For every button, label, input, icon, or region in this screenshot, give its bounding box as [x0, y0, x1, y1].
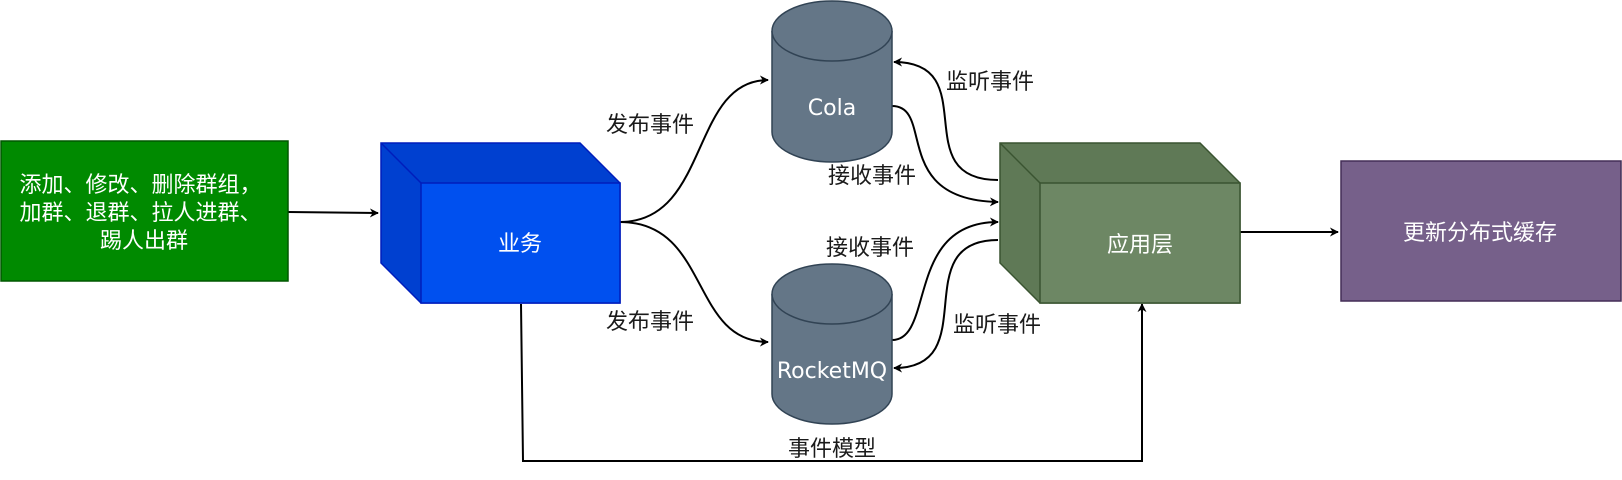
edge-app-listen-cola	[893, 57, 999, 181]
cola-label: Cola	[808, 96, 856, 121]
label-event-model: 事件模型	[788, 437, 876, 462]
edge-cola-to-app	[891, 105, 999, 207]
edge-rocketmq-to-app	[891, 217, 999, 341]
edge-business-to-app	[520, 303, 1147, 462]
app-layer-label: 应用层	[1107, 233, 1173, 258]
source-box-shape	[0, 140, 289, 282]
cache-label: 更新分布式缓存	[1403, 221, 1557, 246]
business-cube: 业务	[380, 142, 621, 304]
source-line-3: 踢人出群	[100, 229, 188, 254]
edge-business-to-cola	[619, 75, 769, 223]
app-layer-cube-edge	[999, 142, 1041, 184]
source-line-2: 加群、退群、拉人进群、	[19, 201, 261, 226]
app-layer-cube-front	[1039, 182, 1241, 304]
source-line-1: 添加、修改、删除群组，	[19, 173, 261, 198]
cache-box-shape	[1340, 160, 1622, 302]
cola-cylinder-top	[771, 0, 893, 62]
source-box: 添加、修改、删除群组， 加群、退群、拉人进群、 踢人出群	[0, 140, 289, 282]
edge-app-listen-rocketmq	[893, 239, 999, 373]
label-receive-cola: 接收事件	[828, 164, 916, 189]
label-publish-rocketmq: 发布事件	[606, 310, 694, 335]
cola-cylinder-body	[771, 31, 893, 163]
app-layer-cube: 应用层	[999, 142, 1241, 304]
source-box-label: 添加、修改、删除群组， 加群、退群、拉人进群、 踢人出群	[19, 173, 268, 254]
label-receive-rocketmq: 接收事件	[826, 236, 914, 261]
rocketmq-cylinder: RocketMQ	[771, 263, 893, 425]
rocketmq-cylinder-body	[771, 294, 893, 425]
edges	[287, 57, 1339, 462]
rocketmq-cylinder-top	[771, 263, 893, 325]
business-cube-edge	[380, 142, 422, 184]
cola-cylinder: Cola	[771, 0, 893, 163]
label-listen-rocketmq: 监听事件	[953, 313, 1041, 338]
edge-business-to-rocketmq	[619, 221, 769, 347]
edge-source-to-business	[287, 208, 379, 218]
cache-box: 更新分布式缓存	[1340, 160, 1622, 302]
label-publish-cola: 发布事件	[606, 113, 694, 138]
rocketmq-label: RocketMQ	[777, 359, 887, 384]
business-label: 业务	[498, 232, 542, 257]
label-listen-cola: 监听事件	[946, 70, 1034, 95]
edge-labels: 发布事件 发布事件 接收事件 接收事件 监听事件 监听事件 事件模型	[606, 70, 1041, 462]
business-cube-front	[420, 182, 621, 304]
